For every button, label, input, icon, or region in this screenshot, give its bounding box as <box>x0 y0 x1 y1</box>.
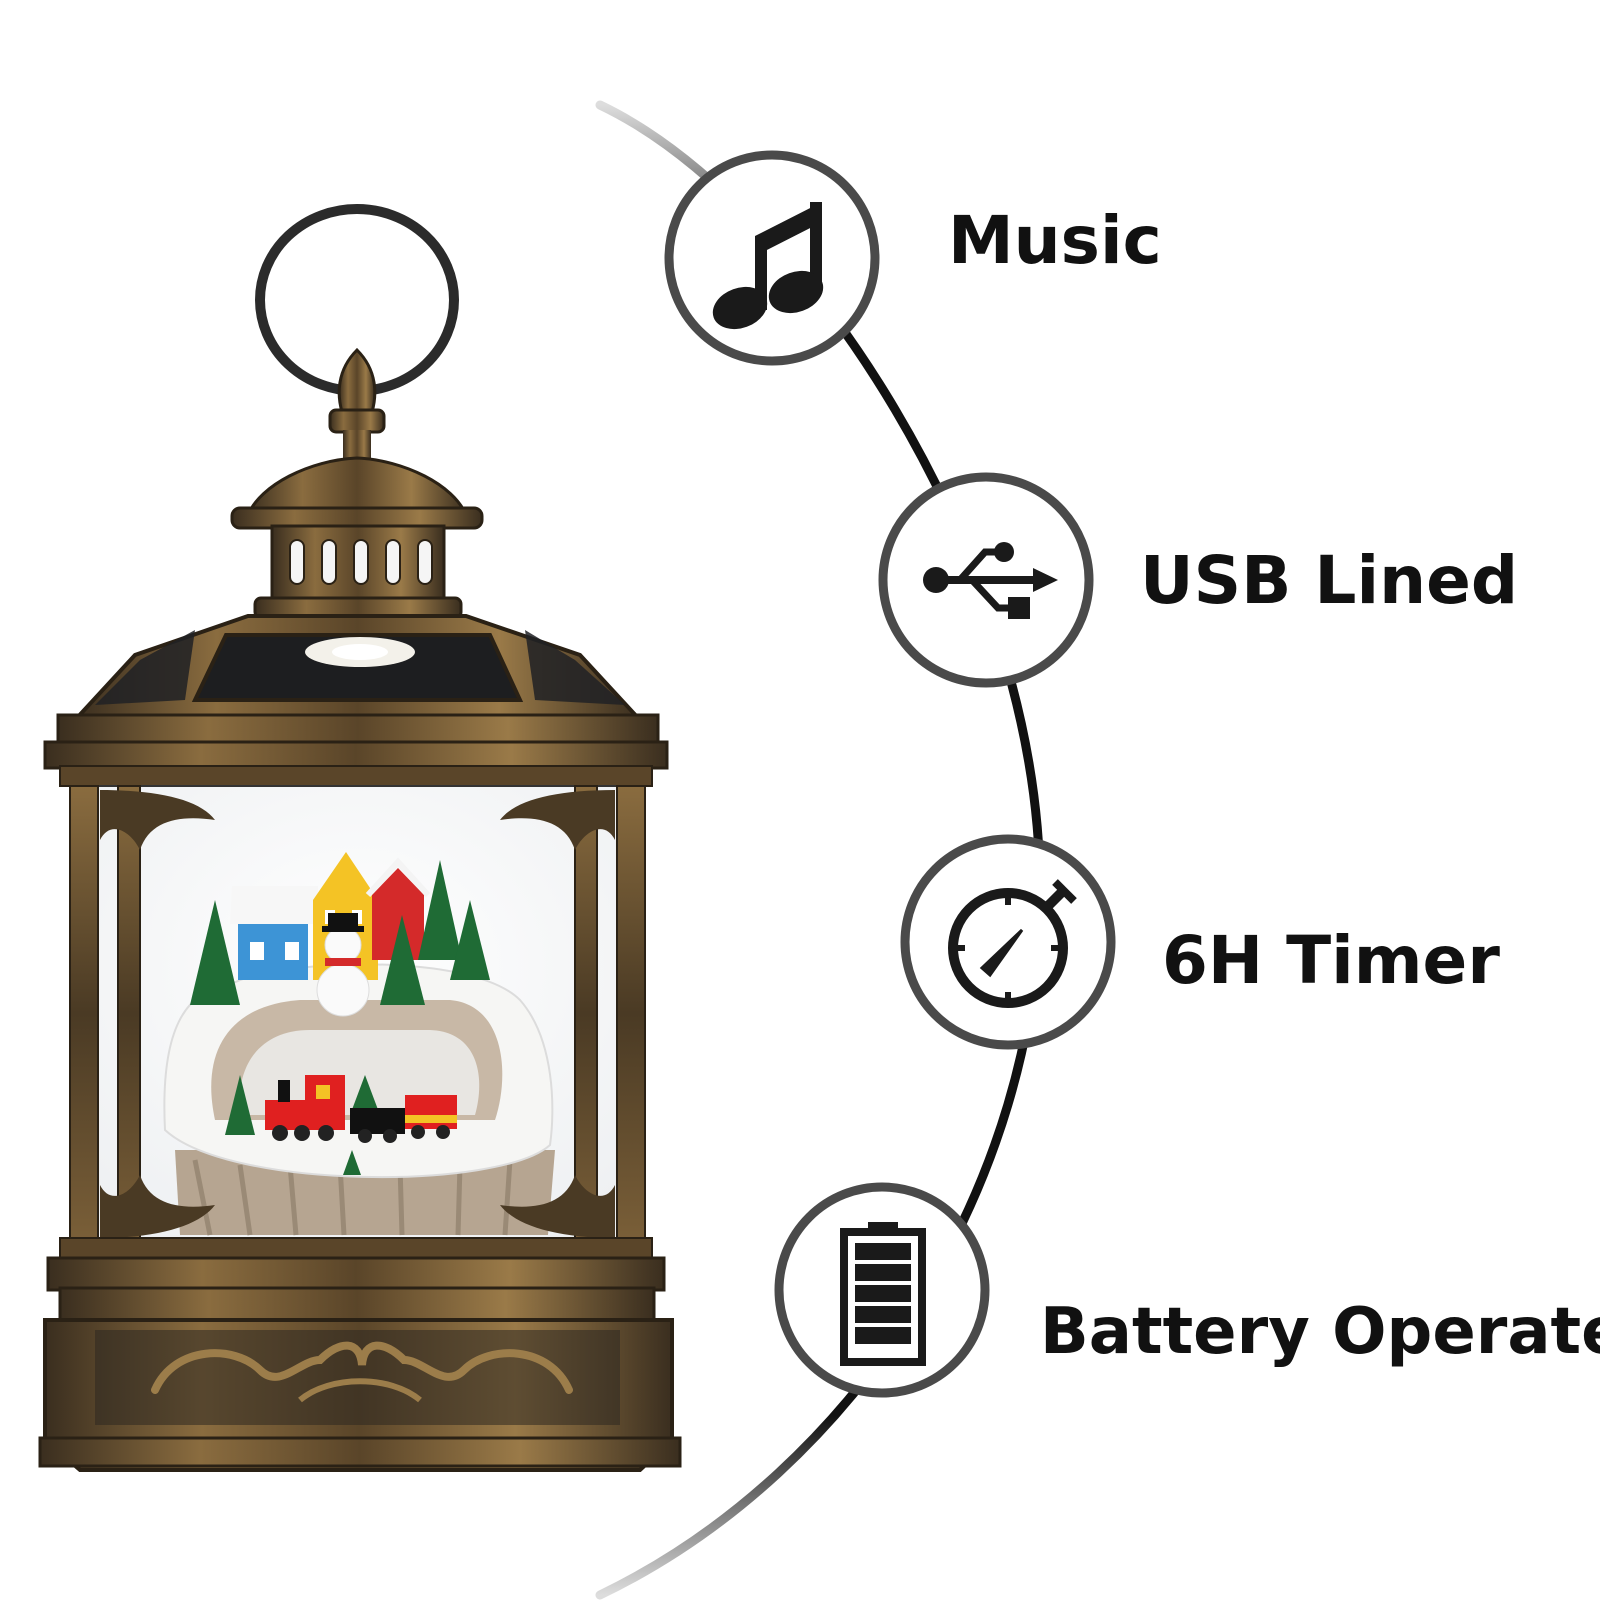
feature-music <box>664 150 880 366</box>
battery-icon <box>840 1222 926 1366</box>
base-scroll-ornament <box>151 1341 573 1394</box>
feature-label-battery: Battery Operated <box>1040 1295 1600 1369</box>
feature-timer <box>900 834 1116 1050</box>
feature-label-music: Music <box>948 202 1162 279</box>
feature-label-timer: 6H Timer <box>1162 922 1500 999</box>
music-note-icon <box>712 202 824 330</box>
usb-icon <box>923 542 1058 619</box>
feature-usb <box>878 472 1094 688</box>
snow-globe-lantern <box>38 204 682 1472</box>
lantern-finial <box>337 347 377 414</box>
feature-battery <box>774 1182 990 1398</box>
christmas-village-scene <box>163 852 555 1236</box>
stopwatch-icon <box>948 879 1077 1008</box>
feature-label-usb: USB Lined <box>1140 542 1519 619</box>
toy-train <box>265 1075 457 1143</box>
